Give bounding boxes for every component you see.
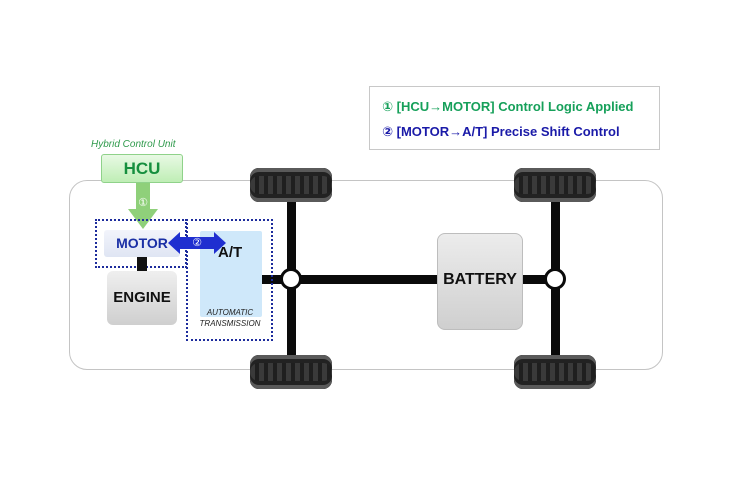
rear-differential-joint <box>544 268 566 290</box>
battery-label: BATTERY <box>443 271 517 288</box>
step2-marker: ② <box>192 237 202 249</box>
at-caption-line2: TRANSMISSION <box>199 319 261 328</box>
motor-box: MOTOR <box>104 230 180 257</box>
rear-left-tire-icon <box>514 168 596 202</box>
at-output-shaft <box>262 275 292 284</box>
legend-box: ① [HCU→MOTOR] Control Logic Applied ② [M… <box>369 86 660 150</box>
battery-box <box>437 233 523 330</box>
legend-step1-text: ① [HCU→MOTOR] Control Logic Applied <box>382 99 634 114</box>
motor-engine-link <box>137 257 147 272</box>
rear-right-tire-icon <box>514 355 596 389</box>
front-differential-joint <box>280 268 302 290</box>
step1-marker: ① <box>138 197 148 209</box>
front-left-tire-icon <box>250 168 332 202</box>
motor-to-at-arrow-icon <box>168 232 226 254</box>
at-caption-line1: AUTOMATIC <box>206 308 254 317</box>
engine-box: ENGINE <box>107 271 177 325</box>
legend-step2-text: ② [MOTOR→A/T] Precise Shift Control <box>382 124 620 139</box>
hcu-to-motor-arrow-icon <box>128 183 158 229</box>
at-label: A/T <box>218 244 243 261</box>
hcu-caption: Hybrid Control Unit <box>91 139 176 150</box>
front-right-tire-icon <box>250 355 332 389</box>
hcu-box: HCU <box>101 154 183 183</box>
drive-shaft <box>294 275 554 284</box>
at-caption: AUTOMATIC TRANSMISSION <box>190 307 270 329</box>
transmission-group-outline <box>186 219 273 341</box>
